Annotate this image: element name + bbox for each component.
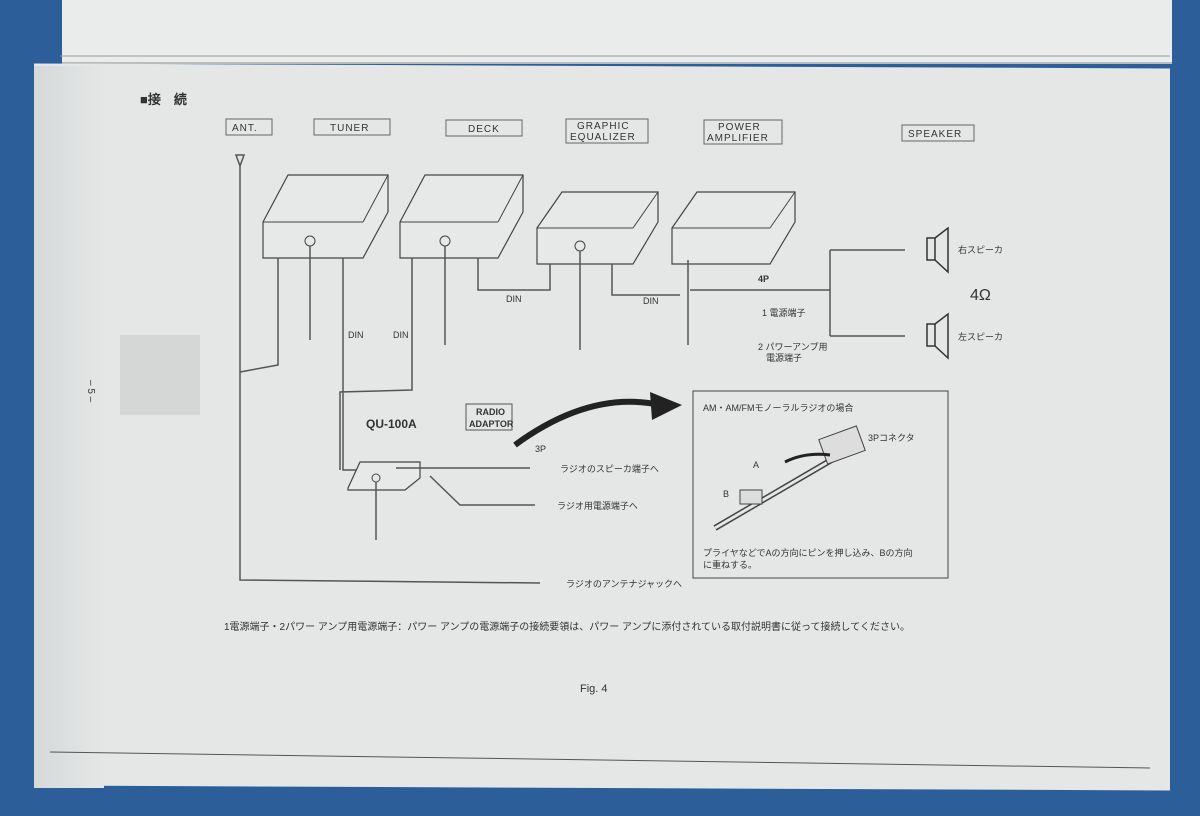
inset-note-2: に重ねする。 [703,559,757,570]
radio-adaptor-label-2: ADAPTOR [469,419,514,429]
din-label-deck: DIN [506,294,522,304]
label-eq-1: GRAPHIC [577,121,630,132]
inset-box [692,390,949,579]
label-eq-2: EQUALIZER [570,132,636,143]
left-speaker-label: 左スピーカ [958,331,1003,342]
din-label-deck2: DIN [393,330,409,340]
label-ant: ANT. [232,123,258,134]
amp-power-terminal-label-1: 2 パワーアンプ用 [758,342,828,352]
inset-title: AM・AM/FMモノーラルラジオの場合 [703,402,853,413]
label-deck: DECK [468,124,500,135]
section-title: ■接 続 [140,92,187,107]
radio-adaptor-label-1: RADIO [476,407,505,417]
inset-a-label: A [753,460,759,470]
3p-connector-icon [713,425,866,531]
label-amp-1: POWER [718,122,761,133]
3p-label: 3P [535,444,546,454]
antenna-cable [234,154,541,584]
previous-page [62,0,1172,64]
label-tuner: TUNER [330,123,369,134]
to-radio-antenna-label: ラジオのアンテナジャックへ [566,579,682,589]
inset-connector-label: 3Pコネクタ [868,433,915,443]
cables [239,246,905,471]
label-speaker: SPEAKER [908,129,962,140]
inset-note-1: プライヤなどでAの方向にピンを押し込み、Bの方向 [703,547,913,558]
page-rule [49,751,1151,769]
qu100a-label: QU-100A [366,417,417,431]
page-binding [34,66,104,788]
left-speaker-icon [926,312,949,360]
label-amp-2: AMPLIFIER [707,133,769,144]
power-terminal-label: 1 電源端子 [762,307,806,318]
arrow-icon [513,398,661,448]
deck-unit [399,174,524,259]
adaptor-cables [375,467,535,540]
tuner-unit [262,174,389,259]
inset-b-label: B [723,489,729,499]
to-radio-speaker-label: ラジオのスピーカ端子へ [560,463,659,474]
qu100a-unit [347,461,421,491]
right-speaker-label: 右スピーカ [958,244,1003,255]
to-radio-power-label: ラジオ用電源端子へ [557,500,638,511]
din-label-tuner: DIN [348,330,364,340]
amplifier-unit [671,191,796,265]
stamp-mark [120,335,200,415]
arrow-head-icon [650,392,682,420]
impedance-label: 4Ω [970,287,991,304]
right-speaker-icon [926,226,949,274]
din-label-amp: DIN [643,296,659,306]
amp-power-terminal-label-2: 電源端子 [766,352,802,363]
4p-label: 4P [758,274,769,284]
page-number: – 5 – [85,380,96,403]
equalizer-unit [536,191,659,265]
footnote: 1電源端子・2パワー アンプ用電源端子：パワー アンプの電源端子の接続要領は、パ… [224,620,910,633]
figure-caption: Fig. 4 [580,683,608,695]
